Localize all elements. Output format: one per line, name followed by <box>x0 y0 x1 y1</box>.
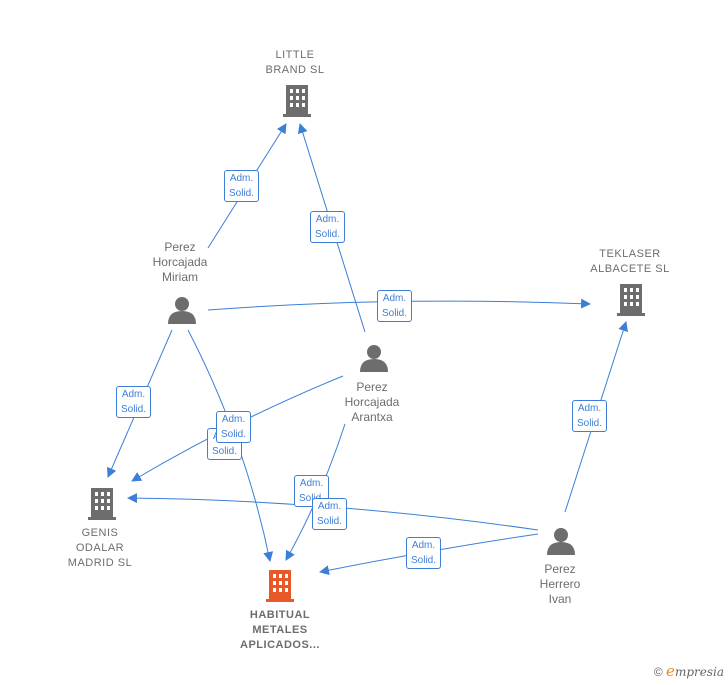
teklaser-building-icon[interactable] <box>617 284 645 316</box>
copyright-symbol: © <box>653 665 663 679</box>
edge-label-ivan-habitual: Adm. Solid. <box>406 537 442 569</box>
edge-label-ivan-teklaser: Adm. Solid. <box>572 400 608 432</box>
arantxa-label[interactable]: Perez Horcajada Arantxa <box>344 380 400 424</box>
edge-label-miriam-teklaser: Adm. Solid. <box>377 290 413 322</box>
edge-label-arantxa-littlebrand: Adm. Solid. <box>310 211 346 243</box>
genis-label[interactable]: GENIS ODALAR MADRID SL <box>67 527 133 569</box>
empresia-logo[interactable]: © empresia <box>654 662 724 680</box>
little-brand-building-icon[interactable] <box>283 85 311 117</box>
genis-building-icon[interactable] <box>88 488 116 520</box>
ivan-person-icon[interactable] <box>547 528 575 555</box>
edge-label-miriam-littlebrand: Adm. Solid. <box>224 170 260 202</box>
miriam-person-icon[interactable] <box>168 297 196 324</box>
habitual-label[interactable]: HABITUAL METALES APLICADOS... <box>240 609 320 651</box>
little-brand-label[interactable]: LITTLE BRAND SL <box>265 49 325 76</box>
brand-rest: mpresia <box>674 665 724 679</box>
habitual-building-icon[interactable] <box>266 570 294 602</box>
ivan-label[interactable]: Perez Herrero Ivan <box>539 562 581 606</box>
arantxa-person-icon[interactable] <box>360 345 388 372</box>
edge-label-ivan-genis: Adm. Solid. <box>312 498 348 530</box>
edge-label-miriam-genis: Adm. Solid. <box>116 386 152 418</box>
miriam-label[interactable]: Perez Horcajada Miriam <box>152 240 208 284</box>
brand-e: e <box>666 662 675 680</box>
teklaser-label[interactable]: TEKLASER ALBACETE SL <box>590 248 670 275</box>
edge-label-miriam-habitual: Adm. Solid. <box>216 411 252 443</box>
